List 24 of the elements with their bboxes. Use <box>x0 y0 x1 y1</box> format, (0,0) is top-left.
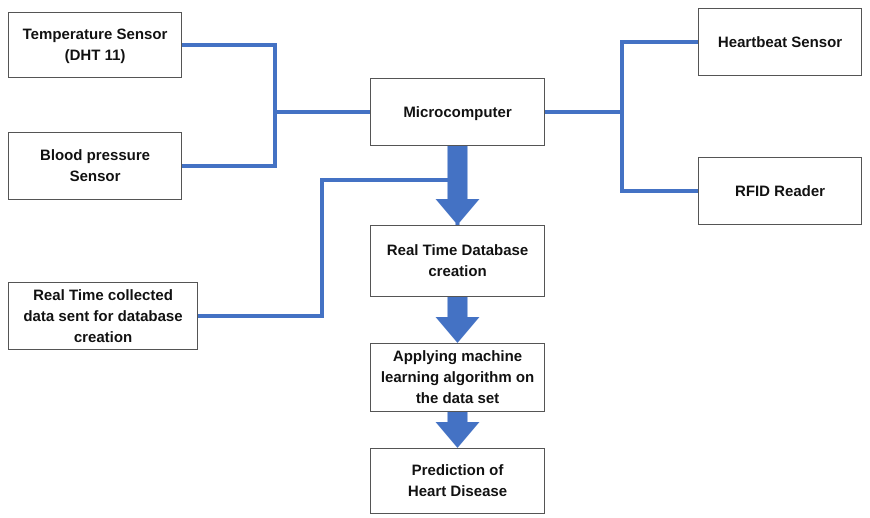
connector-line <box>545 110 698 193</box>
connector-line <box>198 178 460 318</box>
process-box <box>370 78 545 146</box>
box-label: Microcomputer <box>403 102 512 122</box>
process-box <box>8 132 182 200</box>
box-label: Real Time Database creation <box>386 241 530 282</box>
box-label: Prediction of Heart Disease <box>406 461 508 502</box>
process-box <box>370 343 545 412</box>
process-box <box>8 12 182 78</box>
process-box <box>370 448 545 514</box>
box-label: RFID Reader <box>734 182 826 202</box>
process-box <box>370 225 545 297</box>
box-label: Applying machine learning algorithm on the data set <box>380 347 536 409</box>
process-box <box>698 157 862 225</box>
box-label: Real Time collected data sent for database creation <box>22 286 184 348</box>
connector-line <box>182 110 370 168</box>
box-label: Heartbeat Sensor <box>718 32 842 52</box>
block-arrow <box>436 297 480 343</box>
block-arrow <box>436 412 480 448</box>
process-box <box>8 282 198 350</box>
process-box <box>698 8 862 76</box>
box-label: Temperature Sensor (DHT 11) <box>22 25 168 66</box>
block-arrow <box>436 146 480 225</box>
box-label: Blood pressure Sensor <box>38 146 152 187</box>
